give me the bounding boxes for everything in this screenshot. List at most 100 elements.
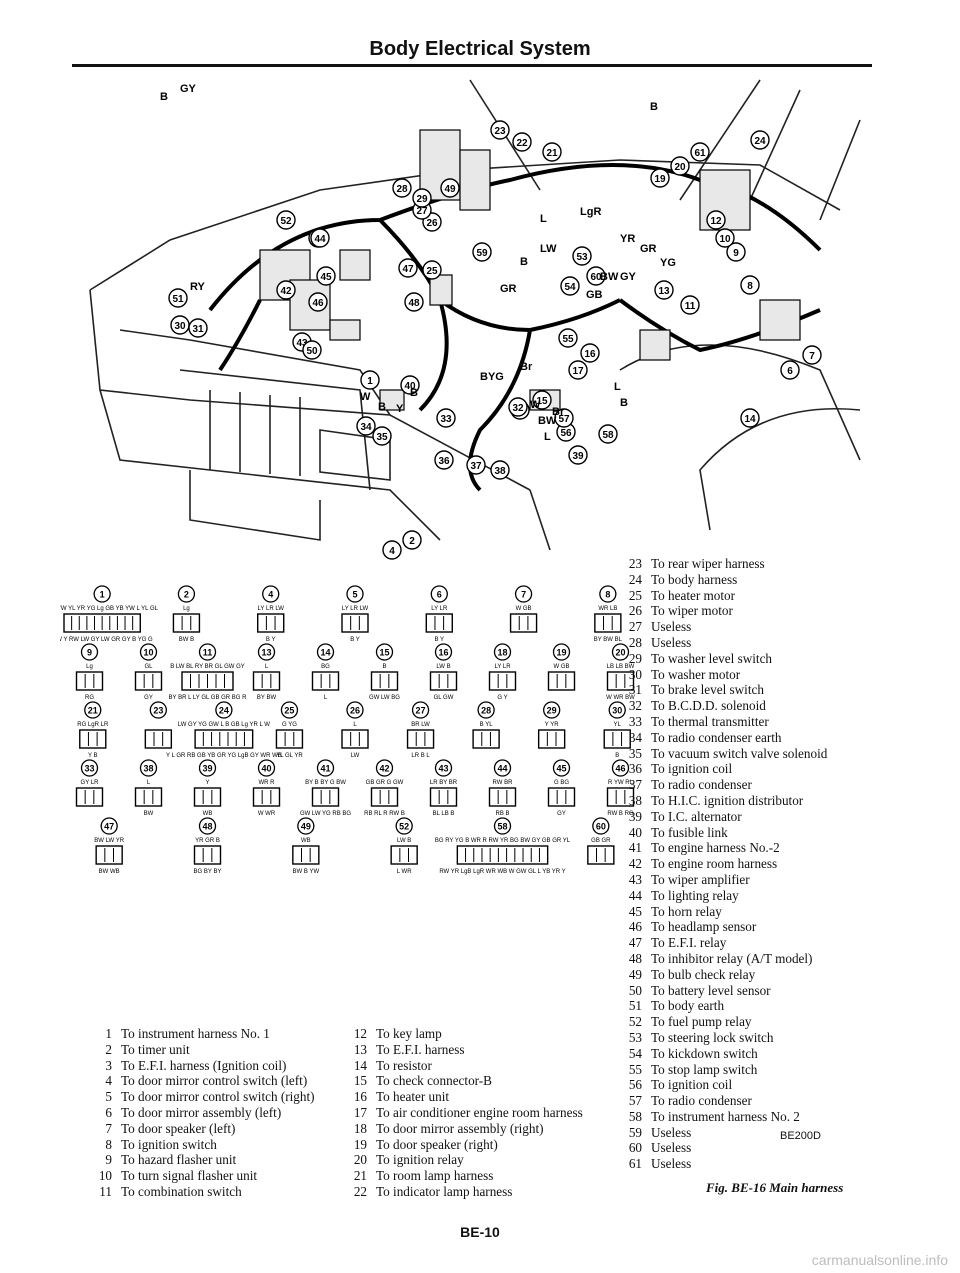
legend-text: To hazard flasher unit <box>121 1152 237 1168</box>
svg-text:6: 6 <box>437 590 442 600</box>
svg-text:39: 39 <box>572 451 584 462</box>
svg-text:LR BY BR: LR BY BR <box>430 780 458 786</box>
svg-text:60: 60 <box>590 272 602 283</box>
svg-text:33: 33 <box>84 764 94 774</box>
svg-text:B YL: B YL <box>480 722 494 728</box>
legend-text: To ignition relay <box>376 1152 464 1168</box>
svg-text:15: 15 <box>536 396 548 407</box>
svg-text:G Y: G Y <box>497 695 507 701</box>
legend-number: 10 <box>98 1168 112 1184</box>
legend-number: 34 <box>628 729 642 745</box>
svg-text:16: 16 <box>438 648 448 658</box>
svg-text:60: 60 <box>596 822 606 832</box>
wire-label: B <box>410 387 418 399</box>
svg-text:16: 16 <box>584 349 596 360</box>
harness-diagram: 1245678910111213141516171819202122232425… <box>89 79 861 560</box>
legend-number: 37 <box>628 777 642 793</box>
svg-text:52: 52 <box>280 216 292 227</box>
svg-text:RG LgR LR: RG LgR LR <box>77 722 109 728</box>
svg-text:13: 13 <box>658 286 670 297</box>
svg-text:GW LW YG RB BG: GW LW YG RB BG <box>300 811 351 817</box>
harness-connectors <box>259 129 801 411</box>
callout-28: 28 <box>392 178 412 198</box>
svg-text:24: 24 <box>754 136 766 147</box>
legend-text: To check connector-B <box>376 1073 492 1089</box>
svg-text:BL LB B: BL LB B <box>433 811 455 817</box>
legend-text: To heater motor <box>651 587 736 603</box>
callout-34: 34 <box>356 416 376 436</box>
svg-text:B: B <box>382 664 386 670</box>
svg-text:1: 1 <box>100 590 105 600</box>
svg-text:5: 5 <box>352 590 357 600</box>
svg-text:23: 23 <box>153 706 163 716</box>
svg-text:14: 14 <box>320 648 330 658</box>
svg-text:L: L <box>353 722 357 728</box>
svg-text:LY LR: LY LR <box>494 664 511 670</box>
legend-number: 1 <box>105 1026 112 1041</box>
svg-text:BY BW BL: BY BW BL <box>594 637 623 643</box>
svg-text:49: 49 <box>301 822 311 832</box>
callout-10: 10 <box>715 228 735 248</box>
legend-text: To wiper amplifier <box>651 871 750 887</box>
svg-text:58: 58 <box>602 430 614 441</box>
svg-text:L: L <box>324 695 328 701</box>
legend-text: To body earth <box>651 998 725 1014</box>
svg-text:7: 7 <box>809 351 815 362</box>
svg-text:45: 45 <box>556 764 566 774</box>
legend-text: To engine harness No.-2 <box>651 840 780 856</box>
svg-text:14: 14 <box>744 414 756 425</box>
svg-text:48: 48 <box>408 298 420 309</box>
legend-text: To body harness <box>651 571 738 587</box>
svg-text:61: 61 <box>694 148 706 159</box>
legend-number: 55 <box>628 1061 642 1077</box>
callout-4: 4 <box>382 540 402 560</box>
legend-number: 9 <box>105 1152 112 1168</box>
svg-text:LW GY YG GW L B GB Lg YR L W: LW GY YG GW L B GB Lg YR L W <box>178 722 270 728</box>
legend-number: 47 <box>628 935 642 951</box>
svg-text:11: 11 <box>685 301 696 312</box>
svg-text:58: 58 <box>497 822 507 832</box>
legend-number: 53 <box>628 1029 642 1045</box>
wire-label: B <box>378 401 386 413</box>
legend-text: To room lamp harness <box>376 1168 494 1184</box>
callout-16: 16 <box>580 343 600 363</box>
svg-text:GB GR: GB GR <box>591 838 611 844</box>
svg-text:BY BW: BY BW <box>257 695 277 701</box>
legend-number: 38 <box>628 792 642 808</box>
svg-text:41: 41 <box>320 764 330 774</box>
figure-code: BE200D <box>780 1130 821 1142</box>
legend-text: To combination switch <box>121 1183 242 1199</box>
legend-text: To inhibitor relay (A/T model) <box>651 950 813 966</box>
legend-text: To heater unit <box>376 1089 450 1105</box>
wire-label: B <box>620 397 628 409</box>
wire-label: LW <box>540 243 557 255</box>
legend-text: To radio condenser <box>651 1093 752 1109</box>
svg-text:2: 2 <box>409 536 415 547</box>
callout-47: 47 <box>398 258 418 278</box>
legend-number: 11 <box>99 1183 112 1199</box>
legend-number: 12 <box>353 1026 367 1041</box>
svg-text:LR B L: LR B L <box>411 753 430 759</box>
